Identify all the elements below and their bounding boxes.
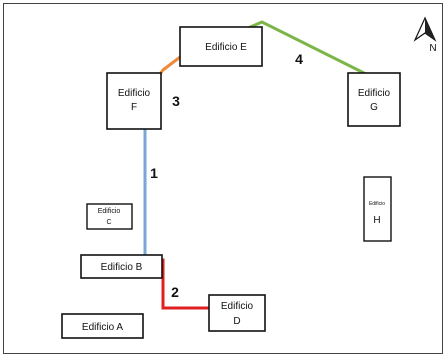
route-3-label: 3 — [172, 93, 180, 109]
building-g: Edificio G — [347, 72, 401, 127]
building-d-label-line2: D — [233, 316, 240, 327]
building-f: Edificio F — [106, 72, 162, 130]
building-a: Edificio A — [61, 313, 144, 339]
building-g-label-line1: Edificio — [358, 88, 391, 99]
north-label: N — [429, 43, 436, 54]
building-d: Edificio D — [208, 294, 266, 332]
building-h-label-line1: Edificio — [369, 201, 385, 207]
building-e: Edificio E — [179, 26, 263, 67]
route-4-label: 4 — [295, 51, 303, 67]
building-e-label: Edificio E — [205, 42, 247, 53]
building-h-label-line2: H — [373, 215, 380, 226]
building-f-label-line1: Edificio — [118, 88, 151, 99]
building-g-label-line2: G — [370, 102, 378, 113]
building-f-label-line2: F — [131, 102, 137, 113]
north-arrow-icon — [413, 16, 437, 42]
building-d-label-line1: Edificio — [221, 301, 254, 312]
building-h: Edificio H — [363, 176, 392, 242]
building-a-label: Edificio A — [82, 322, 123, 333]
route-1-label: 1 — [150, 165, 158, 181]
building-c: Edificio C — [86, 203, 133, 230]
building-b-label: Edificio B — [101, 262, 143, 273]
building-c-label-line1: Edificio — [98, 208, 121, 215]
building-b: Edificio B — [80, 254, 163, 279]
route-2-label: 2 — [171, 284, 179, 300]
building-c-label-line2: C — [106, 219, 111, 226]
